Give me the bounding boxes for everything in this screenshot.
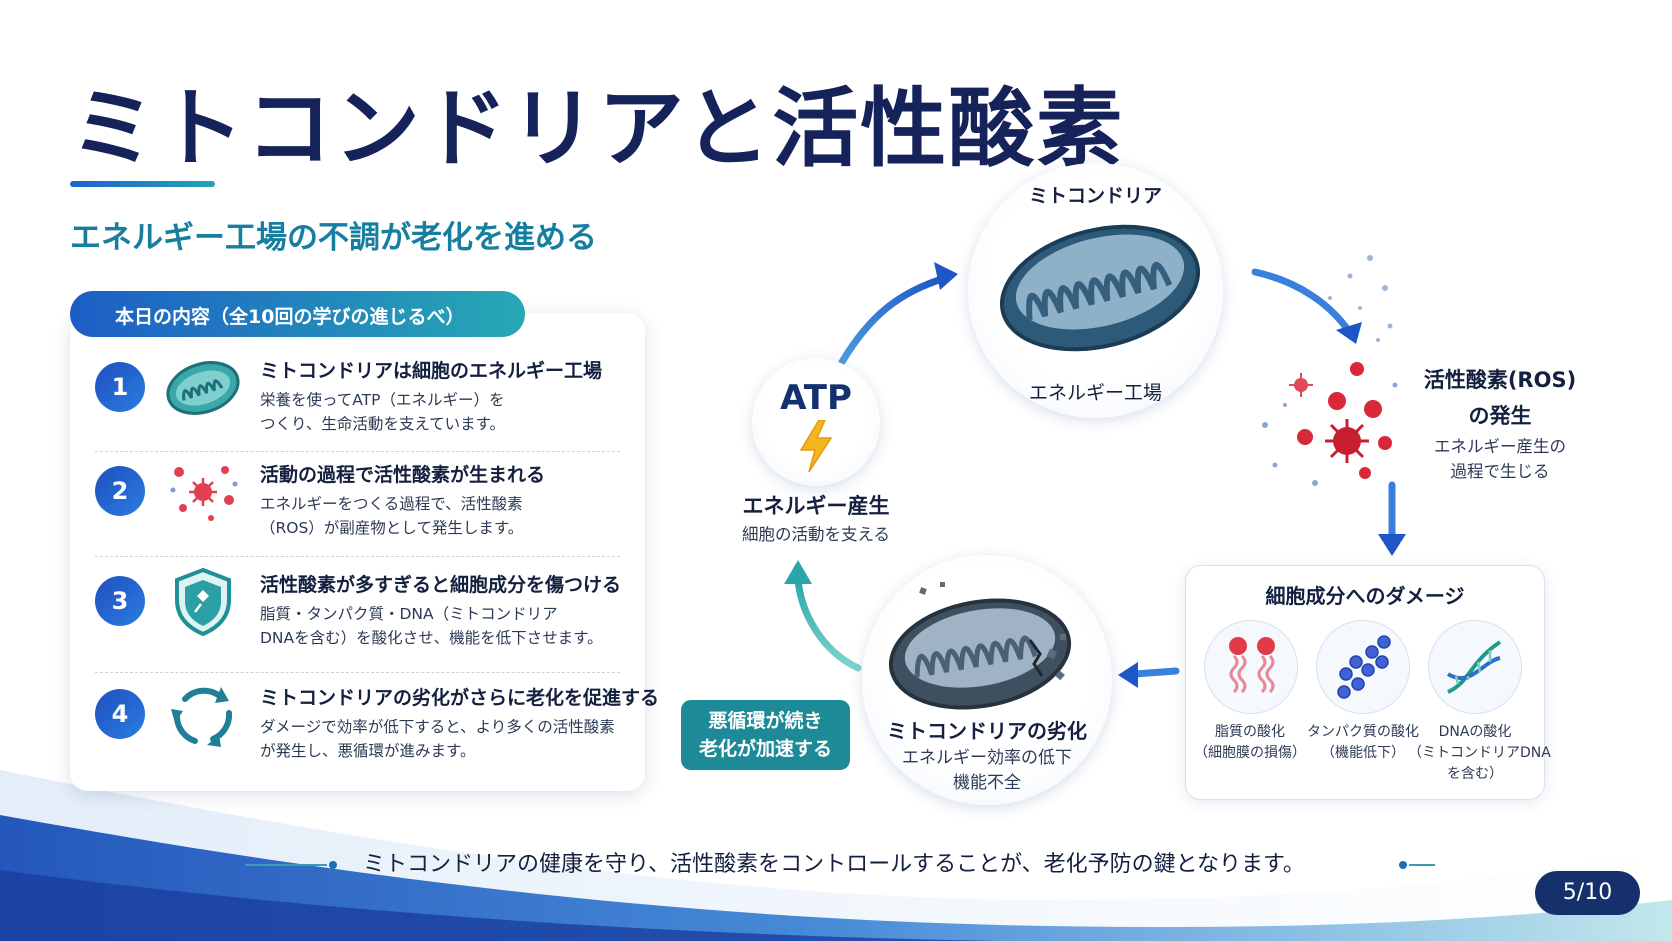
item-line: DNAを含む）を酸化させ、機能を低下させます。: [260, 629, 603, 647]
vicious-line1: 悪循環が続き: [708, 710, 823, 732]
atp-sublabel: 細胞の活動を支える: [741, 525, 890, 544]
item-line: （ROS）が副産物として発生します。: [260, 519, 524, 537]
footer-message: ミトコンドリアの健康を守り、活性酸素をコントロールすることが、老化予防の鍵となり…: [363, 852, 1305, 877]
damaged-sub-line1: エネルギー効率の低下: [902, 748, 1072, 768]
agenda-panel: [70, 313, 645, 791]
damaged-mitochondria-label: ミトコンドリアの劣化: [887, 719, 1087, 743]
lipid-label: 脂質の酸化 （細胞膜の損傷）: [1190, 722, 1310, 764]
ros-particles-icon: [170, 466, 238, 521]
ros-label: 活性酸素(ROS) の発生: [1400, 364, 1600, 430]
item-line: 脂質・タンパク質・DNA（ミトコンドリア: [260, 605, 558, 623]
shield-icon: [175, 567, 231, 636]
damaged-mitochondria-sublabel: エネルギー効率の低下 機能不全: [862, 746, 1112, 796]
protein-icon: [1337, 635, 1391, 699]
protein-line1: タンパク質の酸化: [1307, 724, 1419, 740]
agenda-tab: 本日の内容（全10回の学びの進じるべ）: [70, 291, 525, 337]
item-number: 4: [95, 689, 145, 739]
cycle-arrows-icon: [171, 687, 233, 747]
lipid-line1: 脂質の酸化: [1215, 724, 1285, 740]
dna-line3: を含む）: [1447, 766, 1503, 782]
energy-factory-label: エネルギー工場: [1028, 382, 1162, 404]
agenda-divider: [95, 451, 620, 452]
item-heading: 活性酸素が多すぎると細胞成分を傷つける: [260, 574, 622, 596]
atp-circle: [752, 358, 880, 486]
vicious-line2: 老化が加速する: [698, 738, 832, 760]
lightning-icon: [799, 420, 833, 472]
ros-particles-illustration: [1262, 362, 1398, 486]
atp-label: エネルギー産生: [742, 494, 890, 518]
item-description: エネルギーをつくる過程で、活性酸素 （ROS）が副産物として発生します。: [260, 492, 523, 540]
ros-sub-line2: 過程で生じる: [1450, 462, 1550, 481]
ros-dots: [1328, 255, 1393, 342]
item-line: エネルギーをつくる過程で、活性酸素: [260, 495, 523, 513]
item-heading: 活動の過程で活性酸素が生まれる: [260, 464, 546, 486]
item-line: ダメージで効率が低下すると、より多くの活性酸素: [260, 718, 615, 736]
lipid-line2: （細胞膜の損傷）: [1194, 745, 1306, 761]
item-number: 3: [95, 576, 145, 626]
ros-sublabel: エネルギー産生の 過程で生じる: [1400, 434, 1600, 484]
ros-label-line2: の発生: [1468, 404, 1532, 428]
item-description: 脂質・タンパク質・DNA（ミトコンドリア DNAを含む）を酸化させ、機能を低下さ…: [260, 602, 603, 650]
item-line: が発生し、悪循環が進みます。: [260, 742, 476, 760]
ros-sub-line1: エネルギー産生の: [1434, 437, 1566, 456]
page-title: ミトコンドリアと活性酸素: [70, 79, 1125, 179]
dna-line2: （ミトコンドリアDNA: [1408, 745, 1551, 761]
mitochondria-label: ミトコンドリア: [1028, 185, 1162, 207]
lipid-icon: [1229, 637, 1275, 694]
agenda-divider: [95, 672, 620, 673]
agenda-divider: [95, 556, 620, 557]
mitochondria-icon: [166, 361, 240, 415]
item-number: 1: [95, 362, 145, 412]
protein-label: タンパク質の酸化 （機能低下）: [1302, 722, 1424, 764]
damaged-sub-line2: 機能不全: [953, 773, 1021, 793]
footer-decoration: [245, 861, 1435, 869]
title-underline: [70, 181, 215, 187]
item-heading: ミトコンドリアの劣化がさらに老化を促進する: [260, 687, 660, 709]
dna-label: DNAの酸化 （ミトコンドリアDNA を含む）: [1408, 722, 1551, 785]
lipid-circle: [1204, 620, 1298, 714]
ros-label-line1: 活性酸素(ROS): [1423, 368, 1577, 392]
dna-icon: [1446, 640, 1502, 694]
item-description: 栄養を使ってATP（エネルギー）を つくり、生命活動を支えています。: [260, 388, 505, 436]
item-line: つくり、生命活動を支えています。: [260, 415, 506, 433]
damaged-mitochondria-illustration: [888, 582, 1072, 710]
page-number: 5/10: [1535, 871, 1640, 915]
mitochondria-illustration: [999, 224, 1201, 352]
item-heading: ミトコンドリアは細胞のエネルギー工場: [260, 360, 603, 382]
dna-line1: DNAの酸化: [1438, 724, 1512, 740]
item-number: 2: [95, 466, 145, 516]
page-subtitle: エネルギー工場の不調が老化を進める: [70, 220, 597, 256]
protein-line2: （機能低下）: [1321, 745, 1405, 761]
item-description: ダメージで効率が低下すると、より多くの活性酸素 が発生し、悪循環が進みます。: [260, 715, 615, 763]
vicious-cycle-badge: 悪循環が続き 老化が加速する: [681, 700, 850, 770]
item-line: 栄養を使ってATP（エネルギー）を: [260, 391, 505, 409]
atp-badge: ATP: [780, 378, 852, 418]
damage-title: 細胞成分へのダメージ: [1265, 584, 1465, 608]
